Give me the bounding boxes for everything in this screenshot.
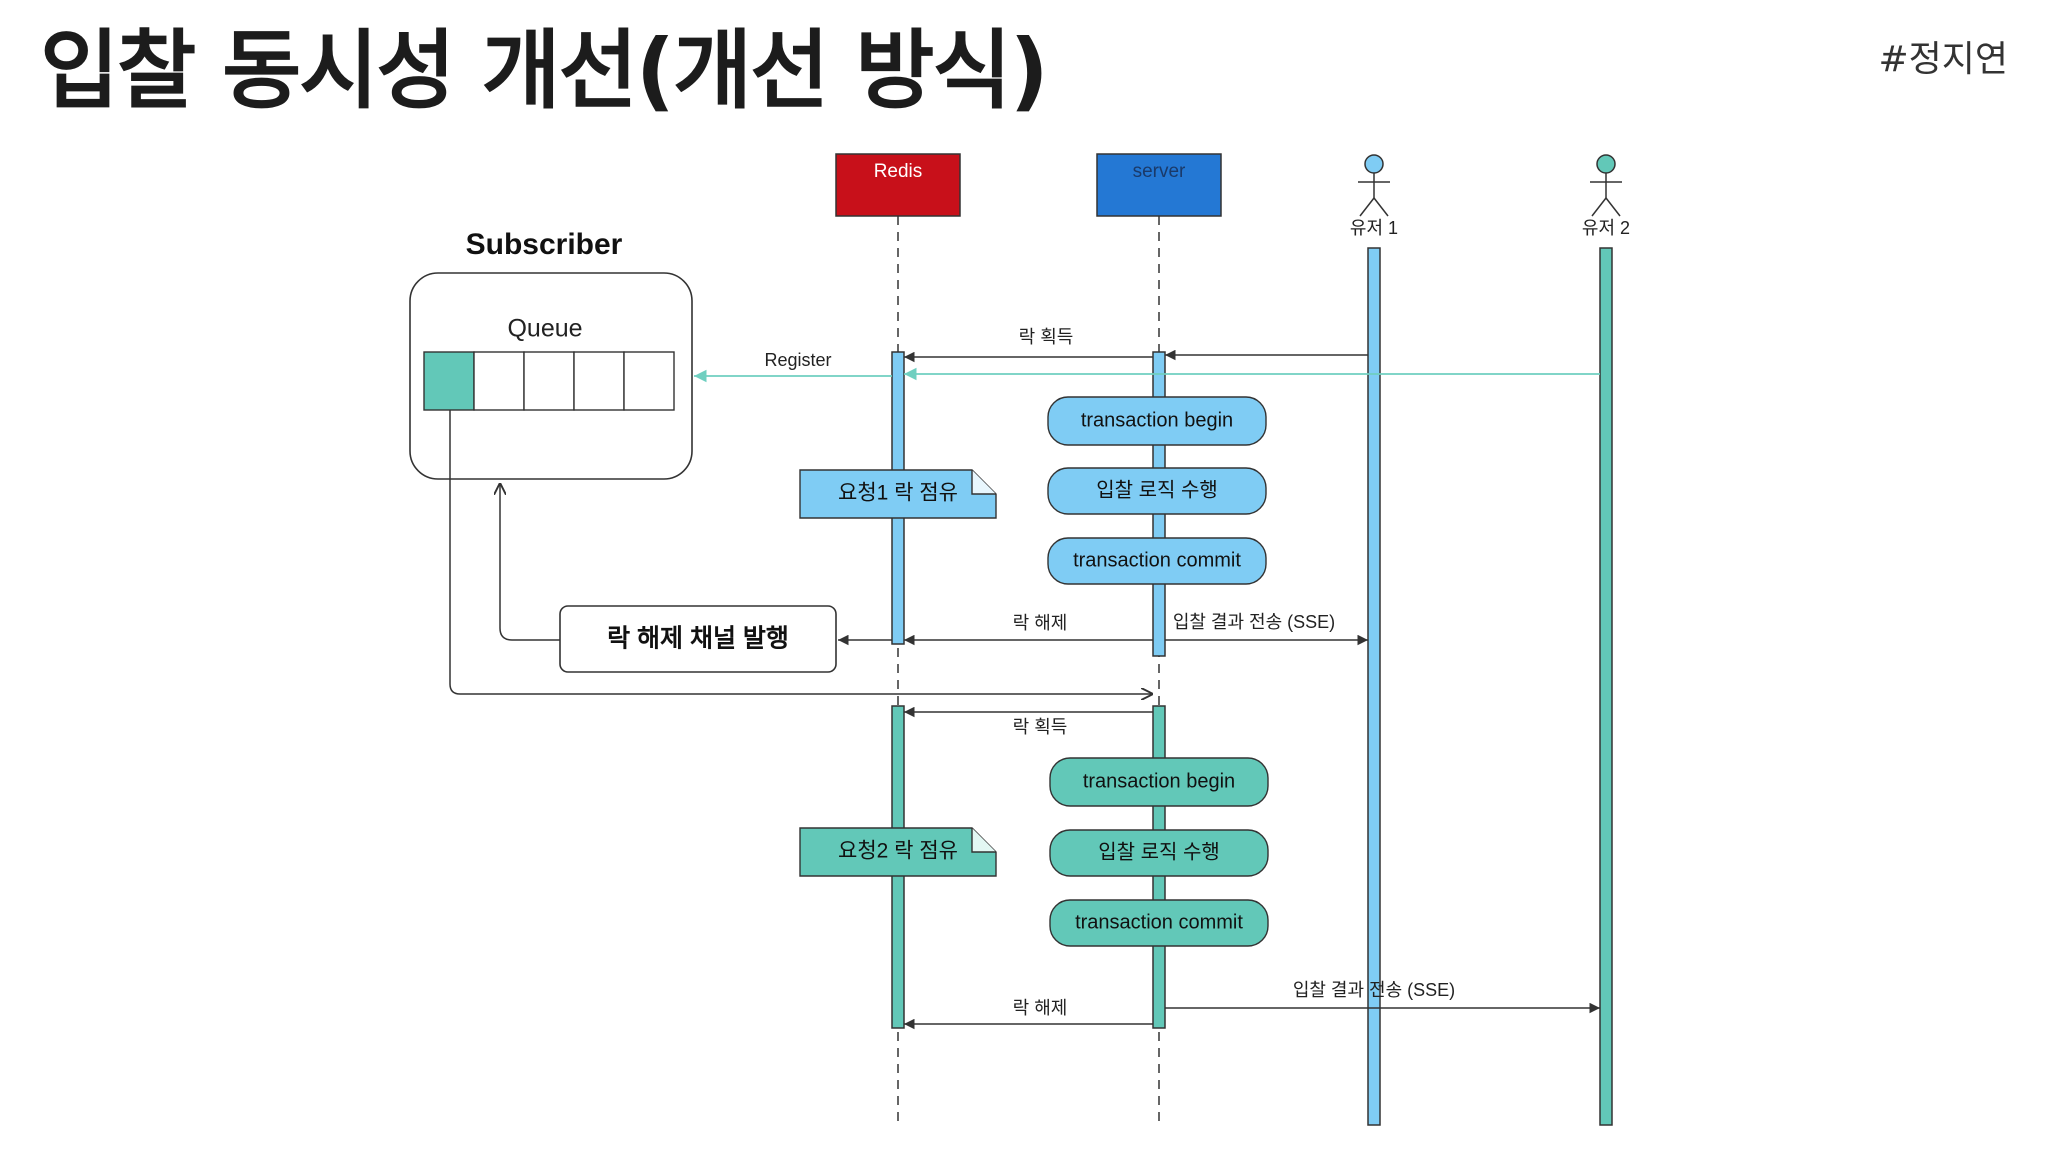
queue-label: Queue: [507, 315, 582, 343]
acquire-lock-1-label: 락 획득: [1019, 327, 1074, 347]
svg-text:transaction begin: transaction begin: [1083, 770, 1235, 792]
queue-slot: [473, 351, 525, 411]
queue-slot-filled: [423, 351, 475, 411]
user2-activation: [1599, 247, 1613, 1126]
step-2-logic: 입찰 로직 수행: [1049, 829, 1269, 877]
note-hold-1-text: 요청1 락 점유: [838, 482, 958, 505]
participant-server: server: [1096, 153, 1222, 217]
svg-text:transaction begin: transaction begin: [1081, 409, 1233, 431]
user1-activation: [1367, 247, 1381, 1126]
user1-label: 유저 1: [1350, 218, 1398, 238]
svg-text:락 해제 채널 발행: 락 해제 채널 발행: [607, 625, 789, 653]
release-lock-1-label: 락 해제: [1013, 613, 1068, 633]
notify-subscriber-arrow: [500, 484, 560, 641]
step-1-begin: transaction begin: [1047, 396, 1267, 446]
svg-text:transaction commit: transaction commit: [1073, 549, 1241, 571]
participant-redis: Redis: [835, 153, 961, 217]
queue-slot: [523, 351, 575, 411]
queue-slots: [423, 351, 675, 411]
acquire-lock-2-label: 락 획득: [1013, 717, 1068, 737]
user2-label: 유저 2: [1582, 218, 1630, 238]
subscriber-label: Subscriber: [466, 228, 623, 261]
dequeue-to-server-arrow: [449, 410, 1152, 694]
user-icon: [1364, 154, 1384, 174]
svg-text:transaction commit: transaction commit: [1075, 911, 1243, 933]
register-label: Register: [764, 350, 831, 370]
result-2-label: 입찰 결과 전송 (SSE): [1293, 980, 1455, 1000]
queue-slot: [573, 351, 625, 411]
server-label: server: [1133, 161, 1186, 182]
note-hold-2: 요청2 락 점유: [799, 827, 997, 877]
user-icon: [1596, 154, 1616, 174]
actor-user1: 유저 1: [1350, 154, 1398, 238]
channel-publish-box: 락 해제 채널 발행: [559, 605, 837, 673]
step-2-commit: transaction commit: [1049, 899, 1269, 947]
svg-text:입찰 로직 수행: 입찰 로직 수행: [1096, 478, 1218, 501]
queue-slot: [623, 351, 675, 411]
result-1-label: 입찰 결과 전송 (SSE): [1173, 612, 1335, 632]
step-2-begin: transaction begin: [1049, 757, 1269, 807]
actor-user2: 유저 2: [1582, 154, 1630, 238]
note-hold-2-text: 요청2 락 점유: [838, 840, 958, 863]
step-1-commit: transaction commit: [1047, 537, 1267, 585]
step-1-logic: 입찰 로직 수행: [1047, 467, 1267, 515]
redis-label: Redis: [874, 161, 923, 182]
author-tag: #정지연: [1878, 39, 2008, 80]
release-lock-2-label: 락 해제: [1013, 998, 1068, 1018]
note-hold-1: 요청1 락 점유: [799, 469, 997, 519]
slide-title: 입찰 동시성 개선(개선 방식): [40, 21, 1049, 121]
svg-text:입찰 로직 수행: 입찰 로직 수행: [1098, 840, 1220, 863]
